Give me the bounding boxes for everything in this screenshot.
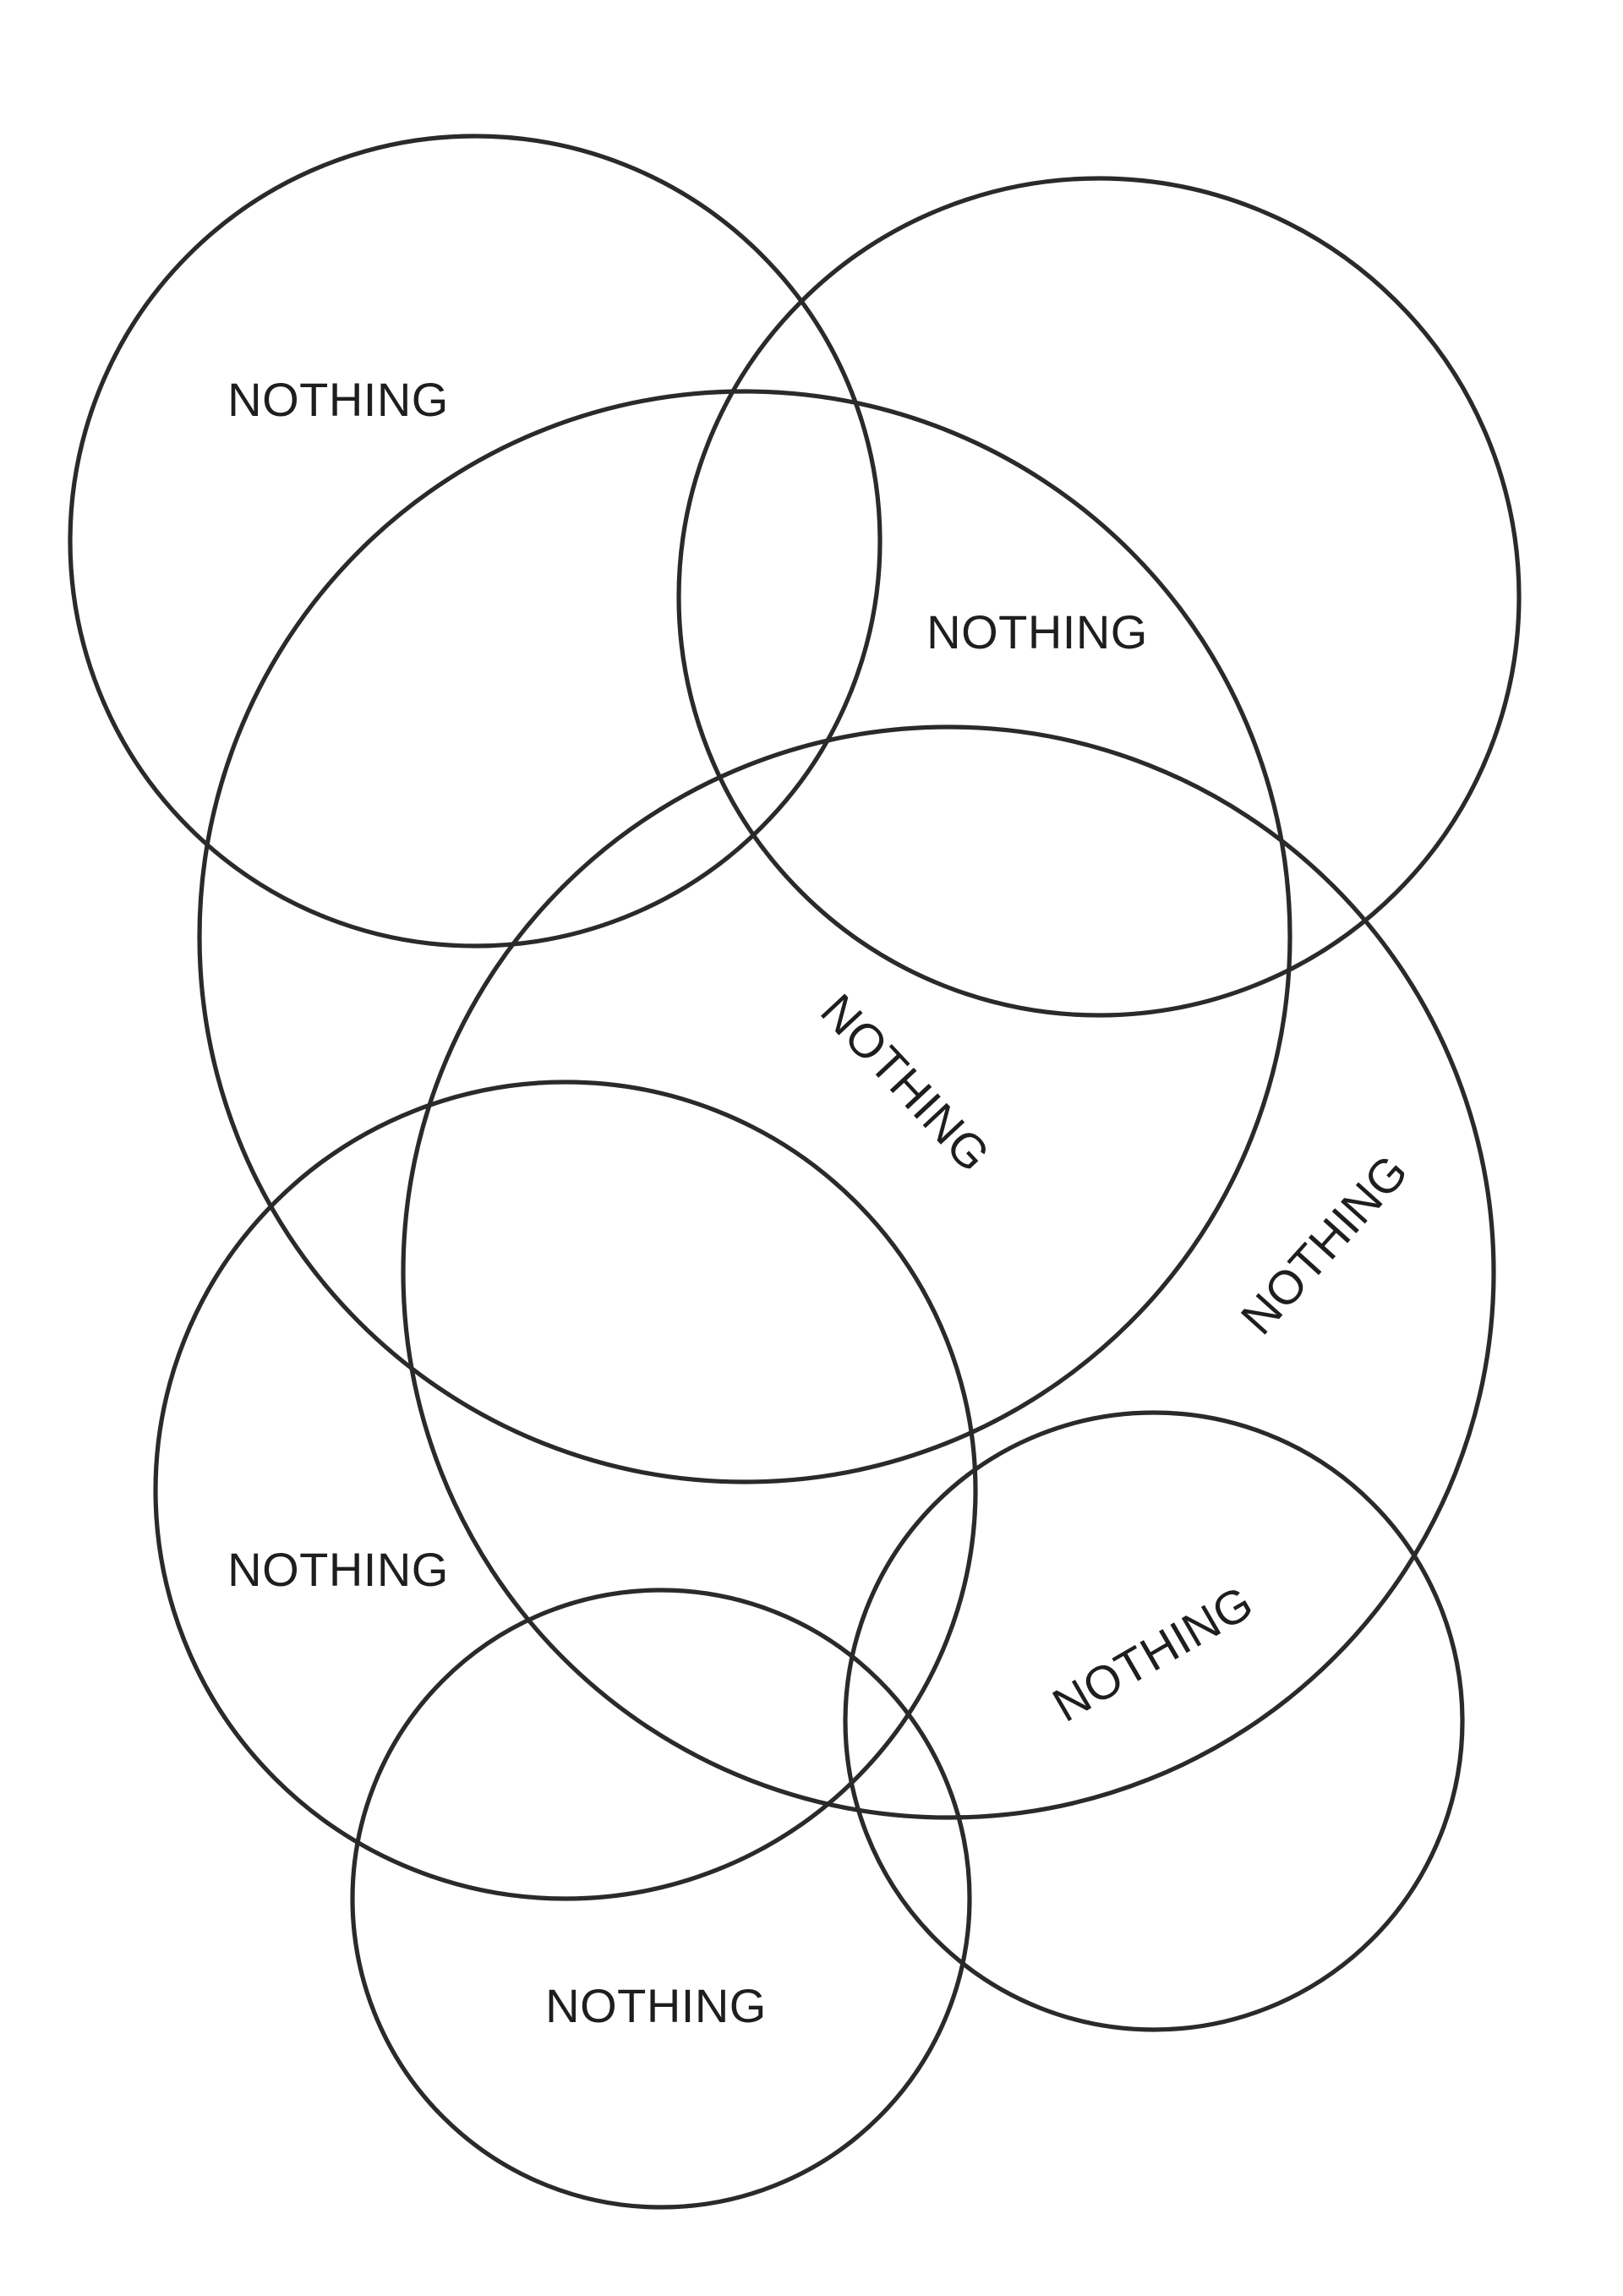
venn-circle-top-right xyxy=(676,176,1522,1018)
region-label-lower-left: NOTHING xyxy=(227,1543,449,1596)
region-label-top-left: NOTHING xyxy=(227,373,449,426)
region-label-lower-right: NOTHING xyxy=(1044,1575,1262,1731)
venn-circle-top-left xyxy=(68,134,883,948)
venn-circles xyxy=(68,134,1522,2210)
venn-circle-center-large xyxy=(401,724,1496,1820)
venn-circle-upper-middle xyxy=(197,389,1292,1484)
region-label-bottom: NOTHING xyxy=(545,1979,767,2032)
venn-circle-lower-left xyxy=(153,1080,978,1901)
region-label-right: NOTHING xyxy=(1231,1145,1418,1345)
venn-circle-bottom xyxy=(350,1588,972,2210)
venn-circle-lower-right xyxy=(843,1410,1465,2032)
region-label-top-right: NOTHING xyxy=(926,605,1148,659)
region-label-center: NOTHING xyxy=(811,984,1001,1182)
